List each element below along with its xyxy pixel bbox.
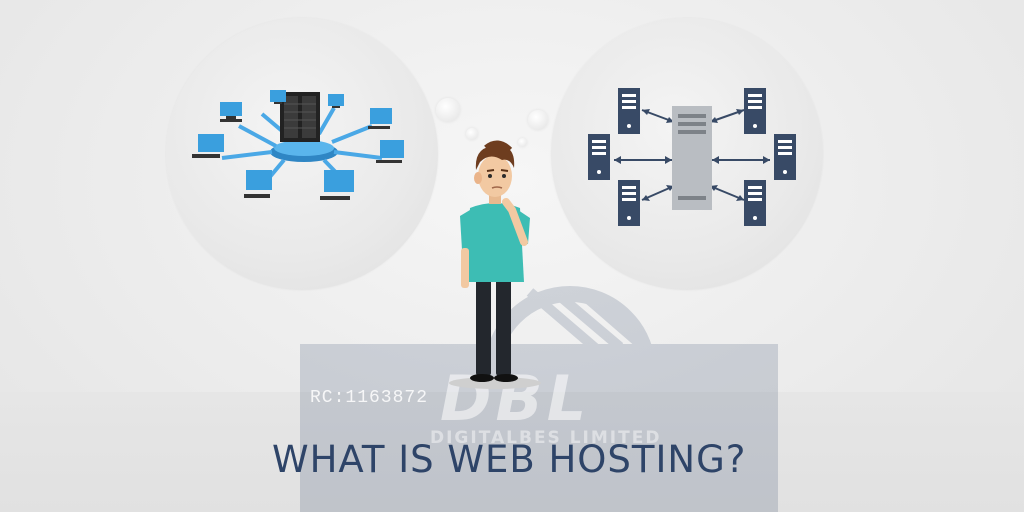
thought-bubble-dot [436,98,460,122]
thought-bubble-dot [518,138,527,147]
thinking-man-illustration [449,140,541,389]
monitor-icon [244,170,272,198]
watermark-logo-text: DBL [440,362,591,435]
server-icon [618,88,640,134]
server-cluster-diagram [588,88,796,226]
network-diagram [192,90,404,200]
monitor-icon [328,94,344,108]
monitor-icon [270,90,286,104]
page-title: WHAT IS WEB HOSTING? [272,438,747,481]
watermark-registration: RC:1163872 [310,388,429,408]
monitor-icon [376,140,404,163]
monitor-icon [320,170,354,200]
central-server-icon [280,92,320,142]
thought-bubble-dot [528,110,548,130]
server-icon [618,180,640,226]
watermark-company: DIGITALBES LIMITED [430,428,662,448]
monitor-icon [368,108,392,129]
central-server-icon [672,106,712,210]
monitor-icon [192,134,224,158]
server-icon [744,180,766,226]
monitor-icon [220,102,242,122]
floor [0,392,1024,512]
thought-bubble-dot [466,128,478,140]
server-icon [744,88,766,134]
watermark-logo [300,286,778,512]
server-icon [588,134,610,180]
server-icon [774,134,796,180]
